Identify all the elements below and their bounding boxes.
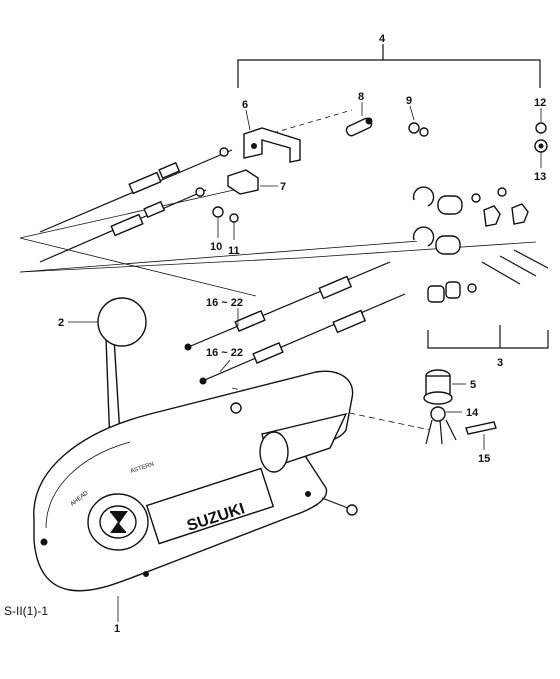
callout-9: 9 <box>406 95 412 107</box>
lower-cable-1 <box>184 261 391 351</box>
part-9-nut <box>408 122 429 137</box>
callout-6: 6 <box>242 99 248 111</box>
callout-4: 4 <box>379 33 386 45</box>
part-8-pin <box>345 117 373 137</box>
part-10-11 <box>212 206 239 223</box>
callout-7: 7 <box>280 181 286 193</box>
callout-14: 14 <box>466 407 479 419</box>
callout-3: 3 <box>497 357 503 369</box>
callout-12: 12 <box>534 97 546 109</box>
callout-11: 11 <box>228 245 240 257</box>
housing-screw <box>321 497 358 516</box>
part-14 <box>425 406 457 445</box>
callout-8: 8 <box>358 91 364 103</box>
callout-5: 5 <box>470 379 476 391</box>
leader-lines <box>68 102 542 622</box>
part-5-switch <box>423 369 453 405</box>
part-3-hardware <box>412 186 549 303</box>
callout-16-22-lower: 16 ~ 22 <box>206 347 243 359</box>
upper-cable-1 <box>39 147 233 233</box>
callout-2: 2 <box>58 317 64 329</box>
upper-cable-2 <box>39 187 207 263</box>
callout-1: 1 <box>114 623 120 635</box>
part-12-13 <box>534 122 548 153</box>
lower-cable-2 <box>199 293 406 385</box>
bracket-3 <box>427 325 549 349</box>
control-housing <box>33 370 354 592</box>
callout-15: 15 <box>478 453 490 465</box>
part-7-clamp <box>227 169 259 195</box>
part-6-bracket <box>243 127 301 163</box>
callout-13: 13 <box>534 171 546 183</box>
callout-16-22-upper: 16 ~ 22 <box>206 297 243 309</box>
bracket-4 <box>237 44 541 88</box>
routing-lines <box>19 109 537 431</box>
part-15 <box>465 421 497 435</box>
callout-10: 10 <box>210 241 222 253</box>
corner-code: S-II(1)-1 <box>4 604 48 618</box>
